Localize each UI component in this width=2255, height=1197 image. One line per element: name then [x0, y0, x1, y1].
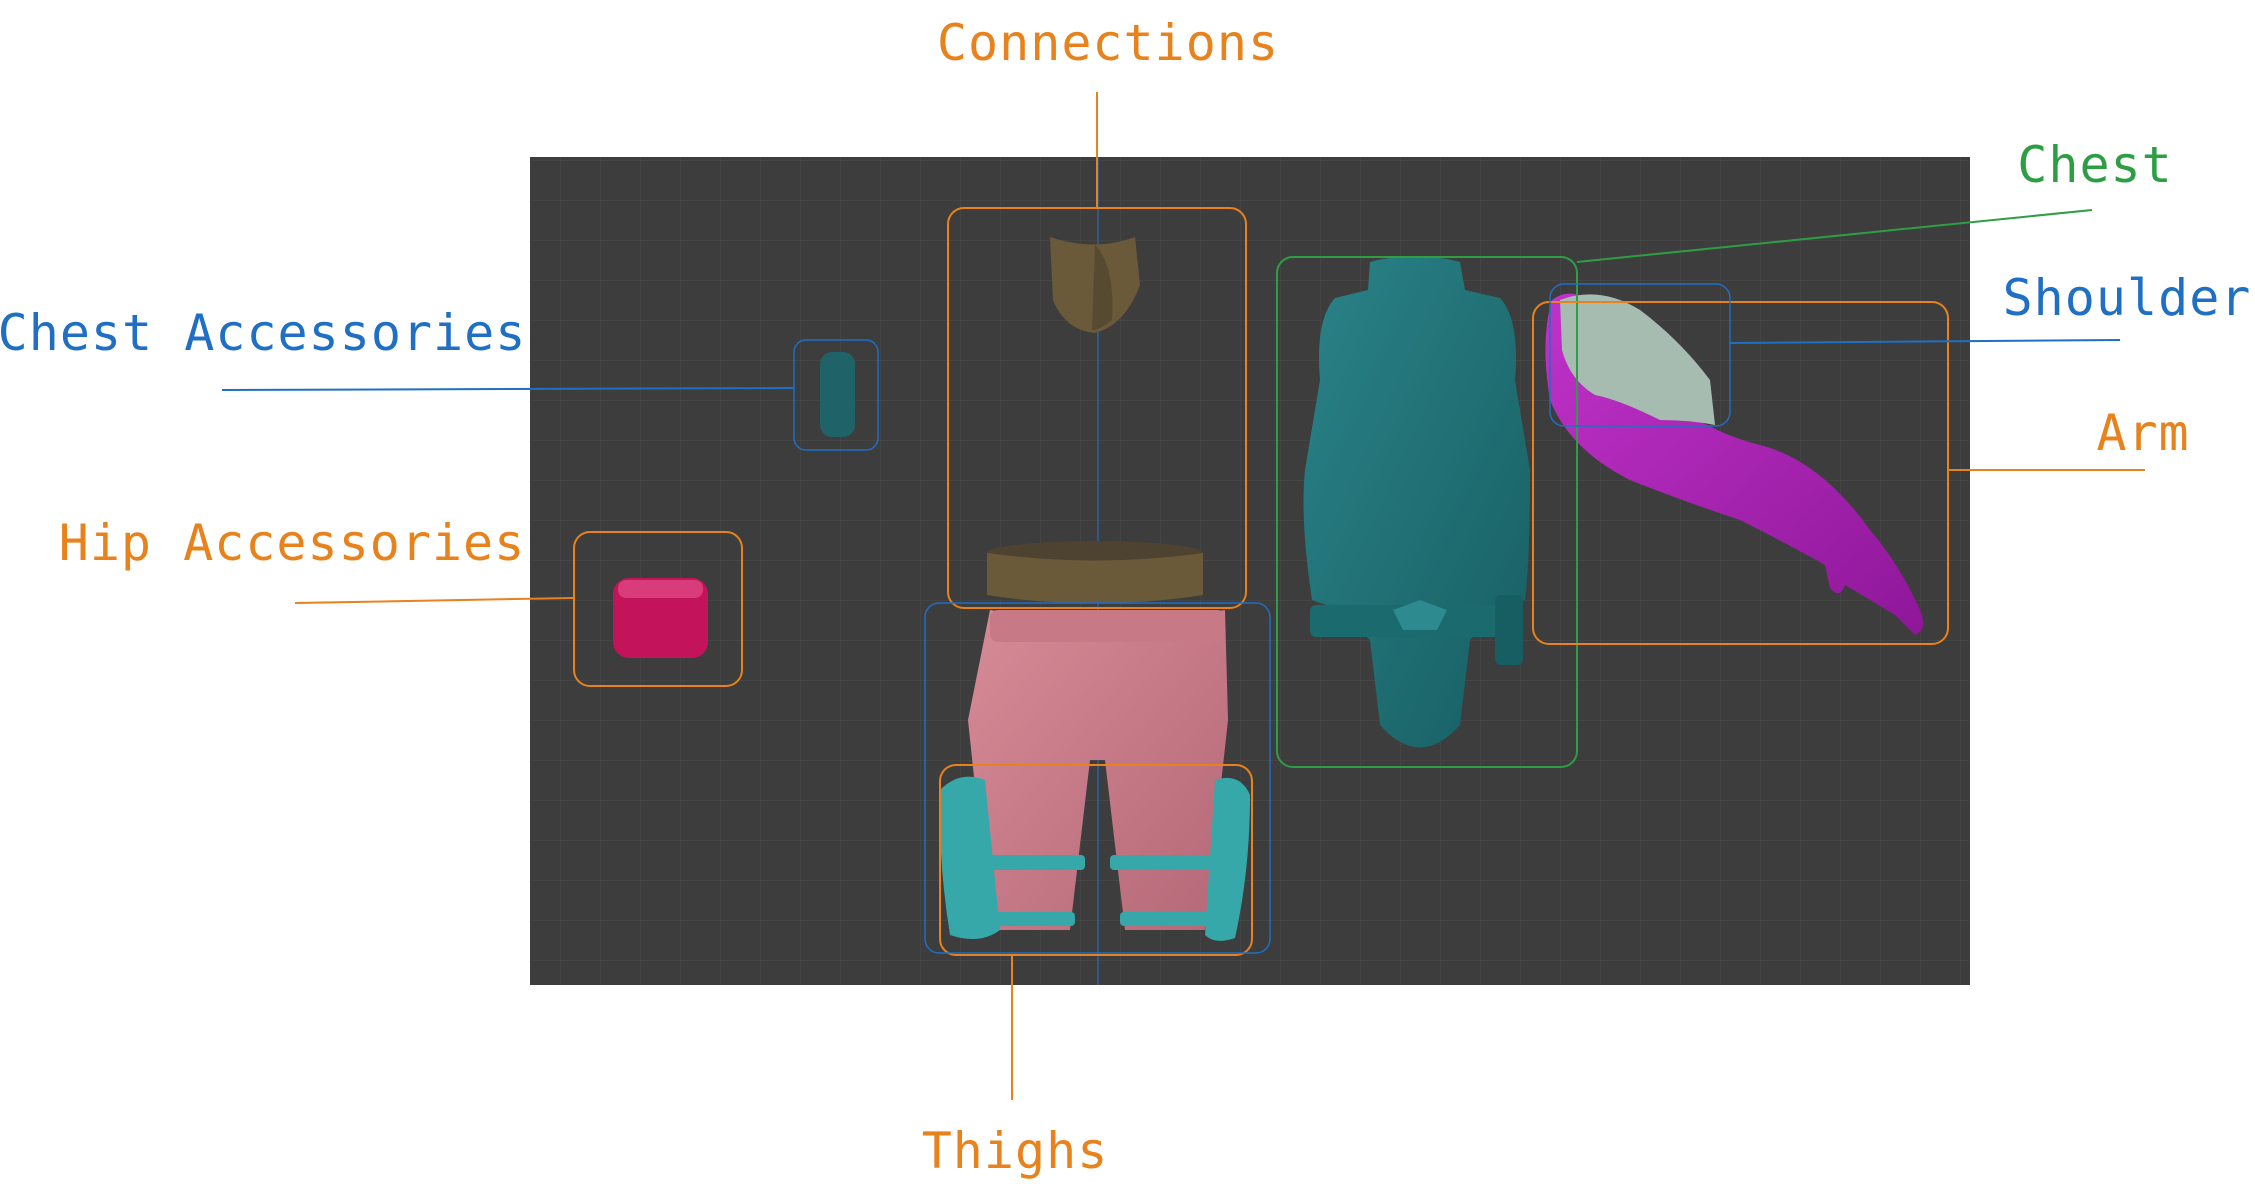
thigh-plate-right	[1205, 777, 1250, 941]
thigh-strap-left-upper	[985, 855, 1085, 870]
shoulder-box	[1549, 283, 1731, 427]
chest-accessories-label: Chest Accessories	[0, 304, 526, 362]
pants-outline-box	[924, 602, 1271, 954]
viewport-grid	[530, 157, 1970, 985]
chest-box	[1276, 256, 1578, 768]
hip-accessories-leader	[294, 597, 575, 604]
shoulder-pad-part	[1560, 294, 1715, 425]
thighs-label: Thighs	[922, 1122, 1109, 1180]
pants-waistband	[990, 610, 1225, 642]
chest-label: Chest	[2017, 136, 2173, 194]
shoulder-leader	[1729, 339, 2121, 344]
thighs-box	[939, 764, 1253, 956]
hip-accessories-box	[573, 531, 743, 687]
hip-accessories-label: Hip Accessories	[59, 514, 526, 572]
belt-ring-part	[987, 553, 1203, 604]
chest-accessories-box	[793, 339, 879, 451]
hip-accessory-highlight	[618, 580, 703, 598]
chest-armor-emblem	[1393, 600, 1447, 630]
thigh-strap-left-lower	[985, 912, 1075, 926]
chest-leader	[1576, 209, 2093, 263]
neck-collar-shade	[1092, 245, 1113, 330]
pants-part	[968, 610, 1228, 930]
shoulder-label: Shoulder	[2003, 269, 2252, 327]
chest-armor-pouch	[1495, 595, 1523, 665]
thigh-plate-left	[939, 776, 1000, 939]
thigh-strap-right-lower	[1120, 912, 1220, 926]
chest-accessories-leader	[221, 387, 795, 391]
chest-accessory-part	[820, 352, 855, 437]
thigh-strap-right-upper	[1110, 855, 1220, 870]
arm-box	[1532, 301, 1949, 645]
arm-label: Arm	[2096, 404, 2189, 462]
connections-label: Connections	[937, 14, 1279, 72]
